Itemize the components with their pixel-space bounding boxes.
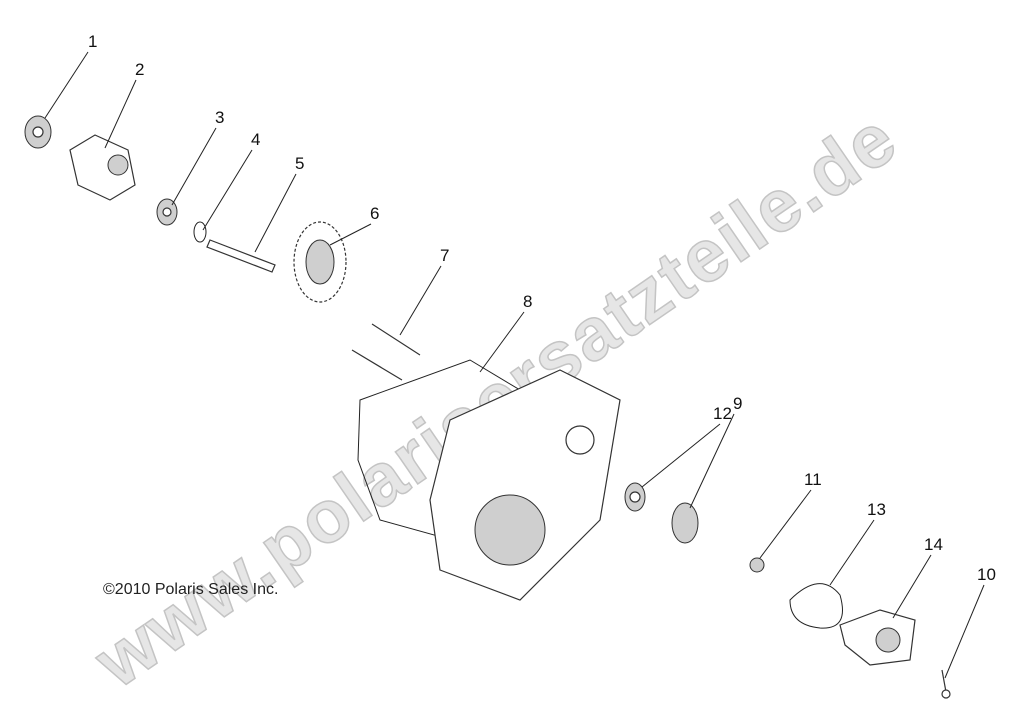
part-washer	[24, 115, 52, 149]
part-pump-housing	[69, 134, 136, 201]
callout-13: 13	[867, 500, 886, 519]
part-bearing	[156, 198, 178, 226]
callout-4: 4	[251, 130, 260, 149]
callout-5: 5	[295, 154, 304, 173]
part-bolts	[351, 323, 421, 381]
part-pump-cover	[839, 609, 916, 666]
callout-2: 2	[135, 60, 144, 79]
callout-14: 14	[924, 535, 943, 554]
callout-7: 7	[440, 246, 449, 265]
part-crankcase-cover	[429, 369, 621, 601]
part-gear	[293, 221, 347, 303]
part-nut	[749, 557, 765, 573]
callout-11: 11	[804, 470, 822, 489]
callout-1: 1	[88, 32, 97, 51]
part-shaft	[206, 239, 276, 273]
part-impeller	[671, 502, 699, 544]
copyright-notice: ©2010 Polaris Sales Inc.	[103, 581, 279, 598]
callout-3: 3	[215, 108, 224, 127]
part-seal	[624, 482, 646, 512]
part-o-ring	[789, 583, 843, 629]
callout-8: 8	[523, 292, 532, 311]
part-snap-ring	[193, 221, 207, 243]
callout-10: 10	[977, 565, 996, 584]
callout-6: 6	[370, 204, 379, 223]
leader-lines	[44, 51, 985, 679]
callout-12: 12	[713, 404, 732, 423]
part-bolt	[941, 669, 951, 699]
callout-9: 9	[733, 394, 742, 413]
